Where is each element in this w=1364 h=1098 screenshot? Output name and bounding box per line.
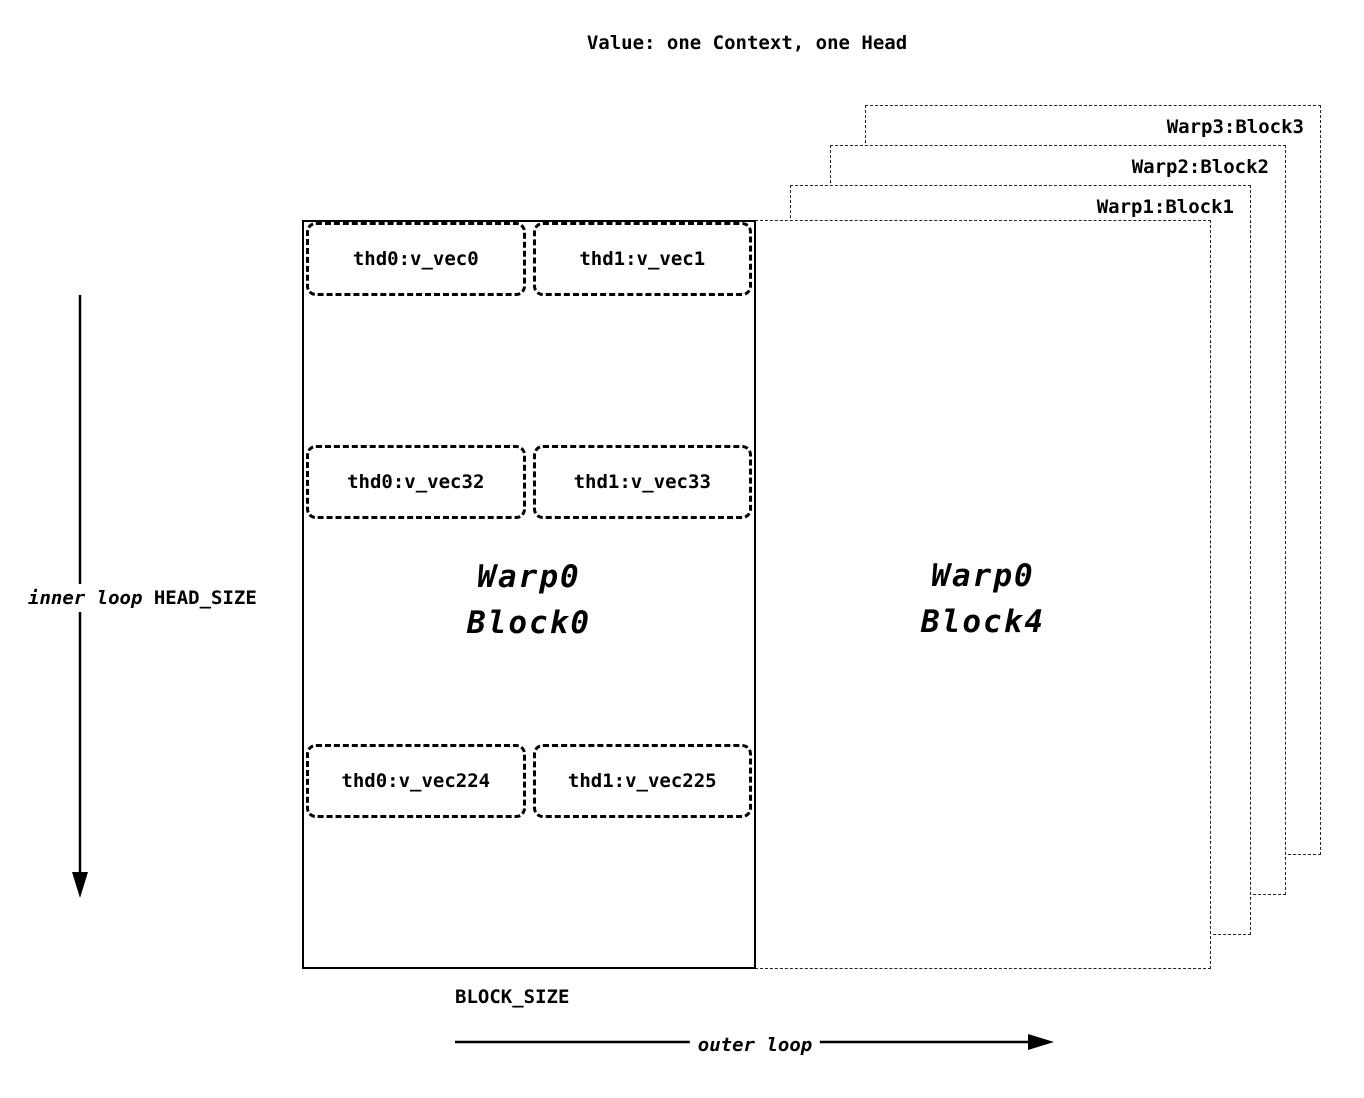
inner-loop-label: inner loop — [28, 587, 143, 609]
warp0-block0-label-line2: Block0 — [467, 605, 591, 641]
thread-cell: thd1:v_vec33 — [532, 445, 752, 519]
warp1-block1-label: Warp1:Block1 — [1096, 196, 1234, 218]
thread-row: thd0:v_vec32 thd1:v_vec33 — [306, 445, 752, 519]
warp0-block4-label: Warp0 Block4 — [756, 553, 1210, 645]
inner-loop-head-size-label: inner loop HEAD_SIZE — [24, 584, 261, 612]
head-size-label: HEAD_SIZE — [153, 587, 257, 609]
warp3-block3-label: Warp3:Block3 — [1166, 116, 1304, 138]
diagram-title: Value: one Context, one Head — [586, 32, 908, 54]
thread-cell: thd1:v_vec1 — [532, 222, 752, 296]
thread-cell: thd0:v_vec32 — [306, 445, 526, 519]
warp0-block0-label: Warp0 Block0 — [304, 554, 754, 646]
thread-cell: thd1:v_vec225 — [532, 744, 752, 818]
warp0-block4-label-line2: Block4 — [921, 604, 1045, 640]
warp0-block0-label-line1: Warp0 — [477, 559, 581, 595]
thread-row: thd0:v_vec0 thd1:v_vec1 — [306, 222, 752, 296]
thread-row: thd0:v_vec224 thd1:v_vec225 — [306, 744, 752, 818]
warp0-block4-label-line1: Warp0 — [931, 558, 1035, 594]
warp2-block2-label: Warp2:Block2 — [1131, 156, 1269, 178]
warp0-block0-box: thd0:v_vec0 thd1:v_vec1 thd0:v_vec32 thd… — [302, 220, 756, 969]
thread-cell: thd0:v_vec0 — [306, 222, 526, 296]
warp0-block4-box: Warp0 Block4 — [755, 220, 1211, 969]
outer-loop-label: outer loop — [689, 1032, 821, 1058]
block-size-label: BLOCK_SIZE — [455, 986, 570, 1008]
thread-cell: thd0:v_vec224 — [306, 744, 526, 818]
